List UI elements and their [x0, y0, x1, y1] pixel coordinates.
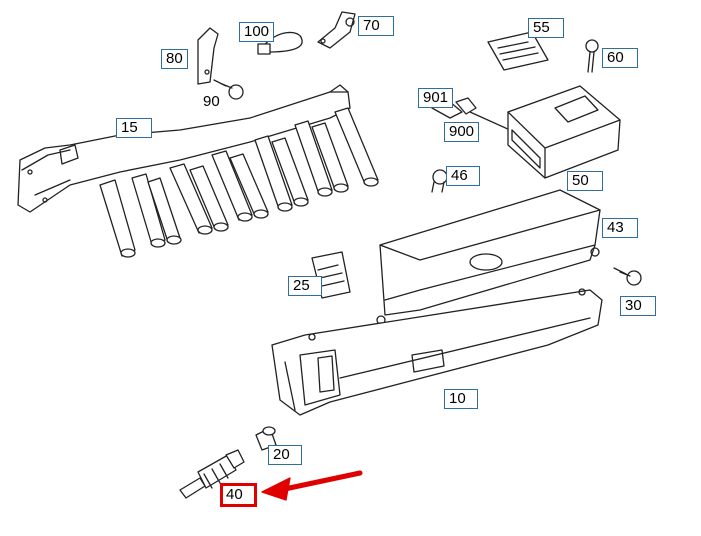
ignition-coil-rail-part [17, 84, 379, 258]
callout-60[interactable]: 60 [602, 48, 638, 68]
cable-tie-part [257, 31, 303, 55]
callout-30[interactable]: 30 [620, 296, 656, 316]
bolt-30-part [613, 267, 642, 286]
callout-10[interactable]: 10 [444, 389, 478, 409]
lower-housing-10-part [271, 288, 603, 416]
callout-90[interactable]: 90 [198, 92, 225, 112]
bracket-part [197, 27, 219, 85]
callout-55[interactable]: 55 [528, 18, 564, 38]
callout-100[interactable]: 100 [239, 22, 275, 42]
pointer-arrow [261, 470, 363, 501]
callout-900[interactable]: 900 [444, 122, 480, 142]
holder-part [317, 11, 356, 49]
spark-plug-connector-part [255, 426, 277, 451]
spark-plug-part [179, 449, 245, 499]
control-unit-part [507, 85, 621, 179]
callout-50[interactable]: 50 [567, 171, 603, 191]
callout-43[interactable]: 43 [602, 218, 638, 238]
label-sticker-55 [487, 31, 549, 71]
cover-43-part [376, 189, 601, 325]
callout-46[interactable]: 46 [446, 166, 480, 186]
callout-25[interactable]: 25 [288, 276, 322, 296]
callout-15[interactable]: 15 [116, 118, 152, 138]
screw-46-part [431, 169, 448, 193]
callout-40-highlighted[interactable]: 40 [220, 483, 257, 507]
callout-20[interactable]: 20 [268, 445, 302, 465]
bolt-90-part [213, 79, 244, 100]
bolt-60-part [585, 39, 599, 73]
callout-901[interactable]: 901 [418, 88, 454, 108]
callout-80[interactable]: 80 [161, 49, 188, 69]
callout-70[interactable]: 70 [358, 16, 394, 36]
